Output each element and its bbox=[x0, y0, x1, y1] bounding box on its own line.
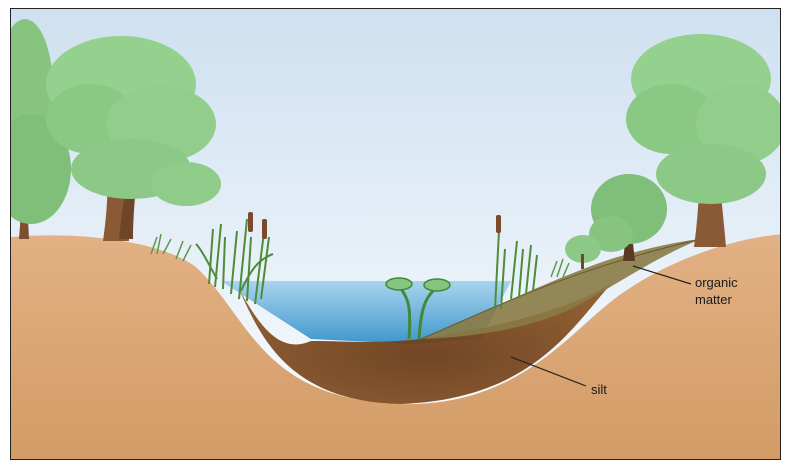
diagram-canvas: organic matter silt bbox=[11, 9, 781, 460]
organic-matter-label-line2: matter bbox=[695, 292, 733, 307]
silt-label: silt bbox=[591, 382, 607, 397]
pond-succession-diagram: organic matter silt bbox=[10, 8, 781, 460]
cattail-head bbox=[248, 212, 253, 232]
organic-matter-label-line1: organic bbox=[695, 275, 738, 290]
cattail-head bbox=[496, 215, 501, 233]
cattail-head bbox=[262, 219, 267, 239]
